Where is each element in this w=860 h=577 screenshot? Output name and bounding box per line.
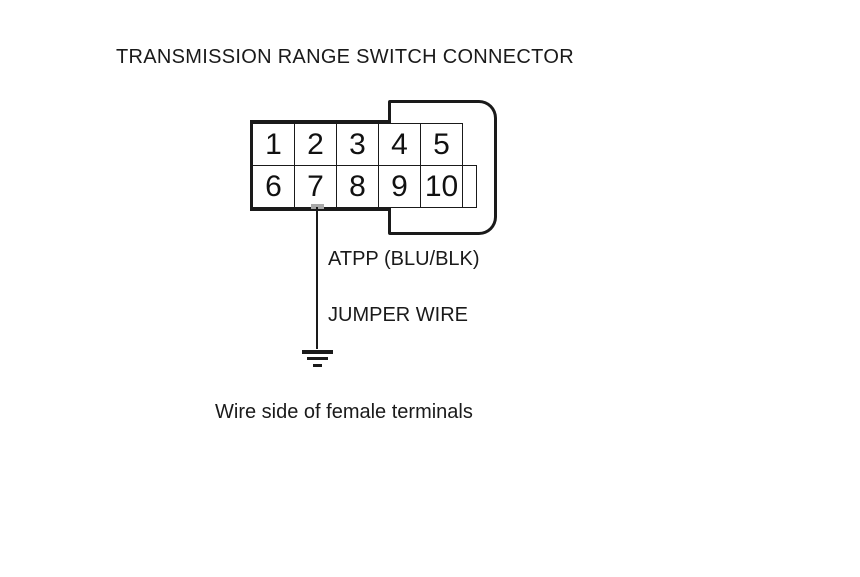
terminal-cell-10: 10: [420, 165, 463, 208]
jumper-wire-line: [316, 207, 318, 349]
caption-label: Wire side of female terminals: [215, 401, 473, 423]
terminal-7-probe-mark: [311, 204, 324, 209]
ground-bar-top: [302, 350, 333, 354]
ground-bar-bottom: [313, 364, 322, 367]
ground-bar-middle: [307, 357, 328, 360]
connector-front-outline: [250, 120, 391, 211]
terminal-cell-1: 1: [252, 123, 295, 166]
jumper-wire-label: JUMPER WIRE: [328, 304, 468, 326]
terminal-cell-blank: [462, 165, 477, 208]
terminal-cell-6: 6: [252, 165, 295, 208]
terminal-cell-9: 9: [378, 165, 421, 208]
terminal-cell-8: 8: [336, 165, 379, 208]
diagram-title: TRANSMISSION RANGE SWITCH CONNECTOR: [116, 46, 574, 68]
wire-color-label: ATPP (BLU/BLK): [328, 248, 480, 270]
terminal-cell-5: 5: [420, 123, 463, 166]
